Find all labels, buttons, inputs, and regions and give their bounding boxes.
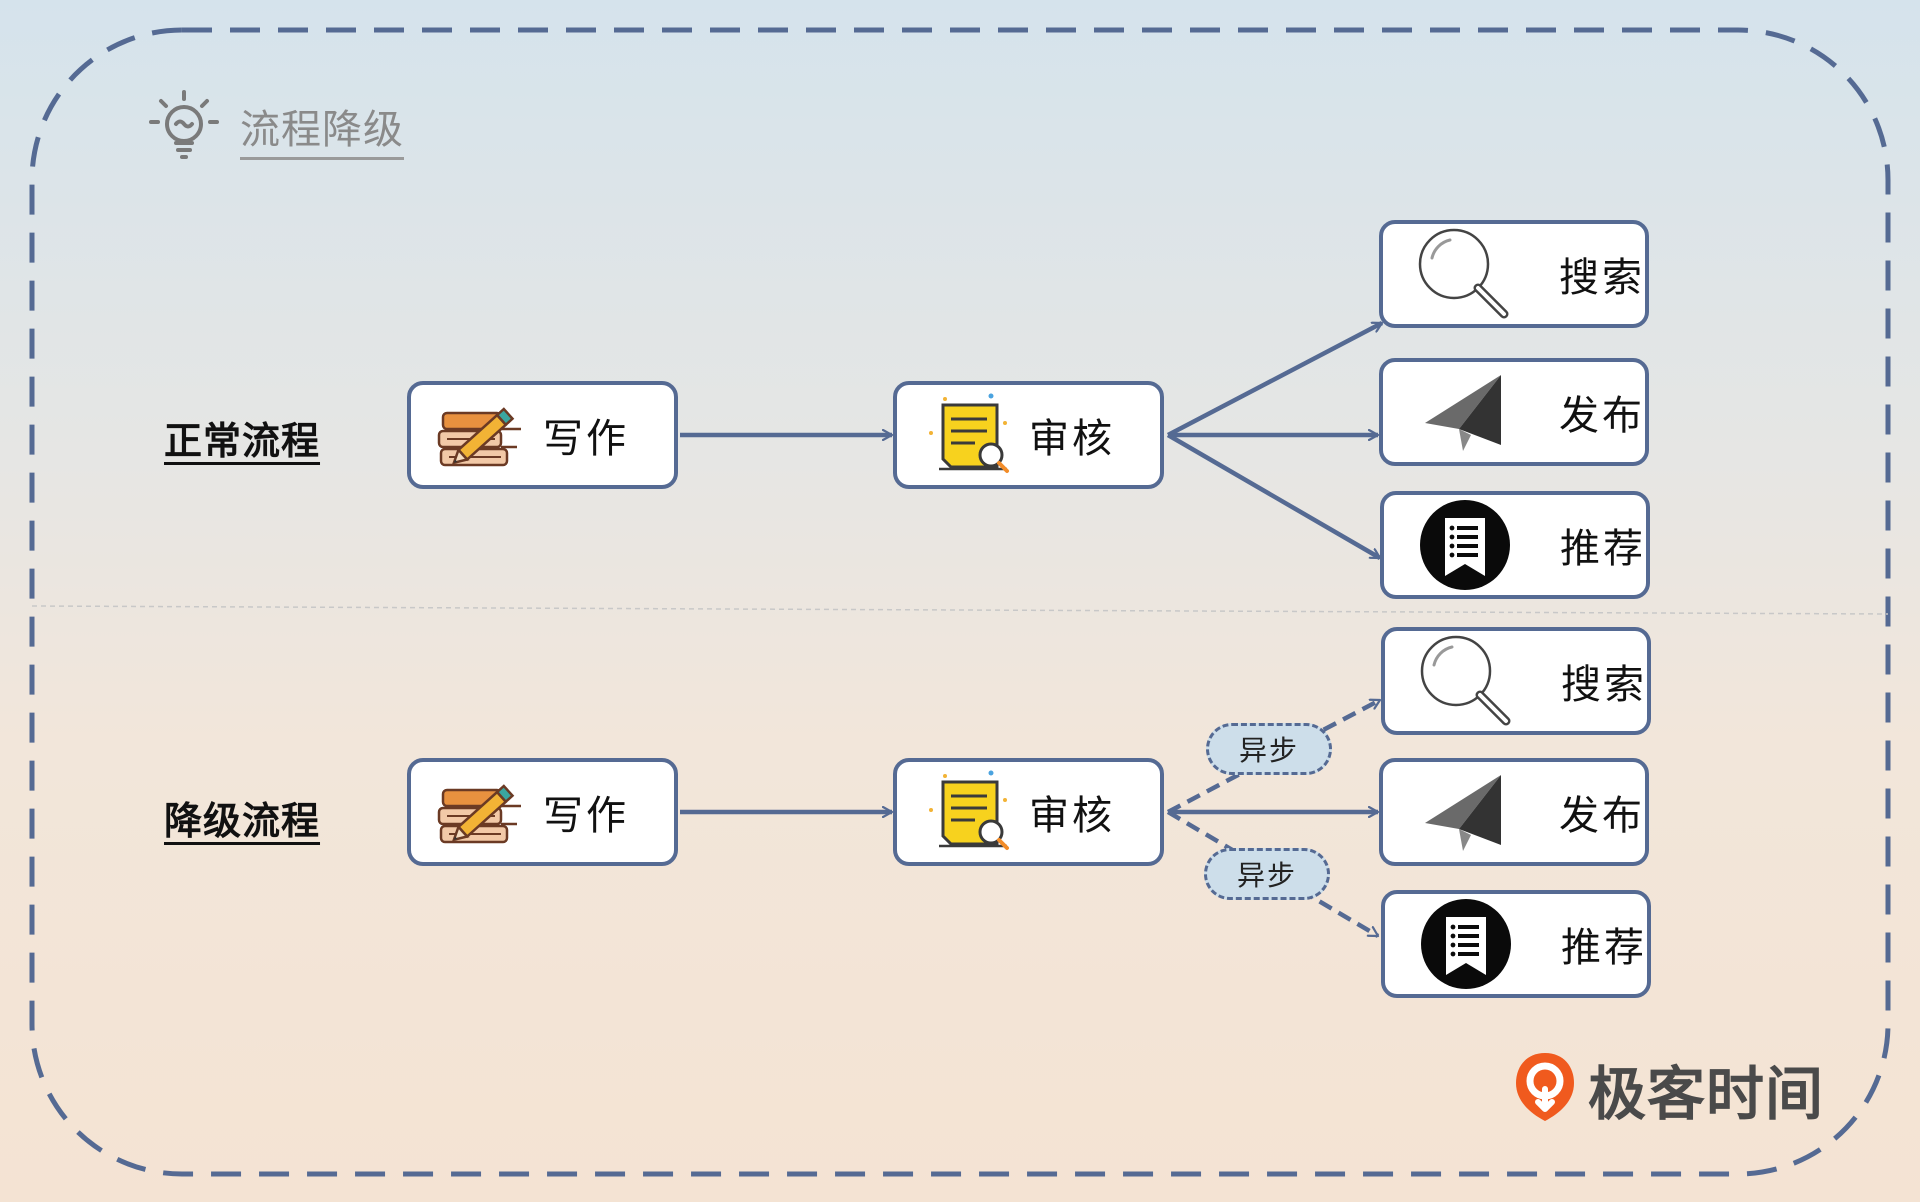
async-badge-recommend: 异步 (1204, 848, 1330, 900)
section-header: 流程降级 (146, 88, 404, 168)
node-write-degraded[interactable]: 写作 (407, 758, 678, 866)
section-divider (31, 605, 1889, 615)
node-write-normal-label: 写作 (543, 416, 629, 462)
pencil-books-icon (433, 399, 529, 471)
node-recommend-degraded[interactable]: 推荐 (1381, 890, 1651, 998)
node-publish-degraded-label: 发布 (1559, 793, 1645, 839)
magnifier-icon (1409, 226, 1519, 322)
section-title: 流程降级 (240, 97, 404, 160)
node-recommend-normal[interactable]: 推荐 (1380, 491, 1650, 599)
document-review-icon (919, 393, 1015, 477)
brand-logo: 极客时间 (1512, 1048, 1824, 1130)
node-write-degraded-label: 写作 (543, 793, 629, 839)
pencil-books-icon (433, 776, 529, 848)
degraded-flow-label: 降级流程 (164, 799, 321, 843)
node-review-degraded[interactable]: 审核 (893, 758, 1164, 866)
arrow-review-to-search-normal (1166, 321, 1382, 437)
node-publish-normal-label: 发布 (1559, 393, 1645, 439)
geektime-logo-icon (1512, 1049, 1578, 1129)
node-search-normal-label: 搜索 (1559, 255, 1645, 301)
brand-name: 极客时间 (1588, 1060, 1825, 1128)
node-recommend-normal-label: 推荐 (1560, 526, 1646, 572)
node-review-degraded-label: 审核 (1029, 793, 1115, 839)
outer-dashed-border (29, 27, 1891, 1177)
node-review-normal[interactable]: 审核 (893, 381, 1164, 489)
bookmark-list-icon (1410, 498, 1520, 592)
async-badge-search: 异步 (1206, 723, 1332, 775)
lightbulb-icon (146, 88, 222, 168)
normal-flow-label: 正常流程 (164, 419, 321, 463)
magnifier-icon (1411, 633, 1521, 729)
node-publish-degraded[interactable]: 发布 (1379, 758, 1649, 866)
arrow-review-to-recommend-normal (1166, 433, 1382, 560)
node-search-normal[interactable]: 搜索 (1379, 220, 1649, 328)
node-recommend-degraded-label: 推荐 (1561, 925, 1647, 971)
bookmark-list-icon (1411, 897, 1521, 991)
document-review-icon (919, 770, 1015, 854)
node-write-normal[interactable]: 写作 (407, 381, 678, 489)
paper-plane-icon (1409, 771, 1519, 853)
node-review-normal-label: 审核 (1029, 416, 1115, 462)
node-search-degraded-label: 搜索 (1561, 662, 1647, 708)
node-search-degraded[interactable]: 搜索 (1381, 627, 1651, 735)
paper-plane-icon (1409, 371, 1519, 453)
node-publish-normal[interactable]: 发布 (1379, 358, 1649, 466)
